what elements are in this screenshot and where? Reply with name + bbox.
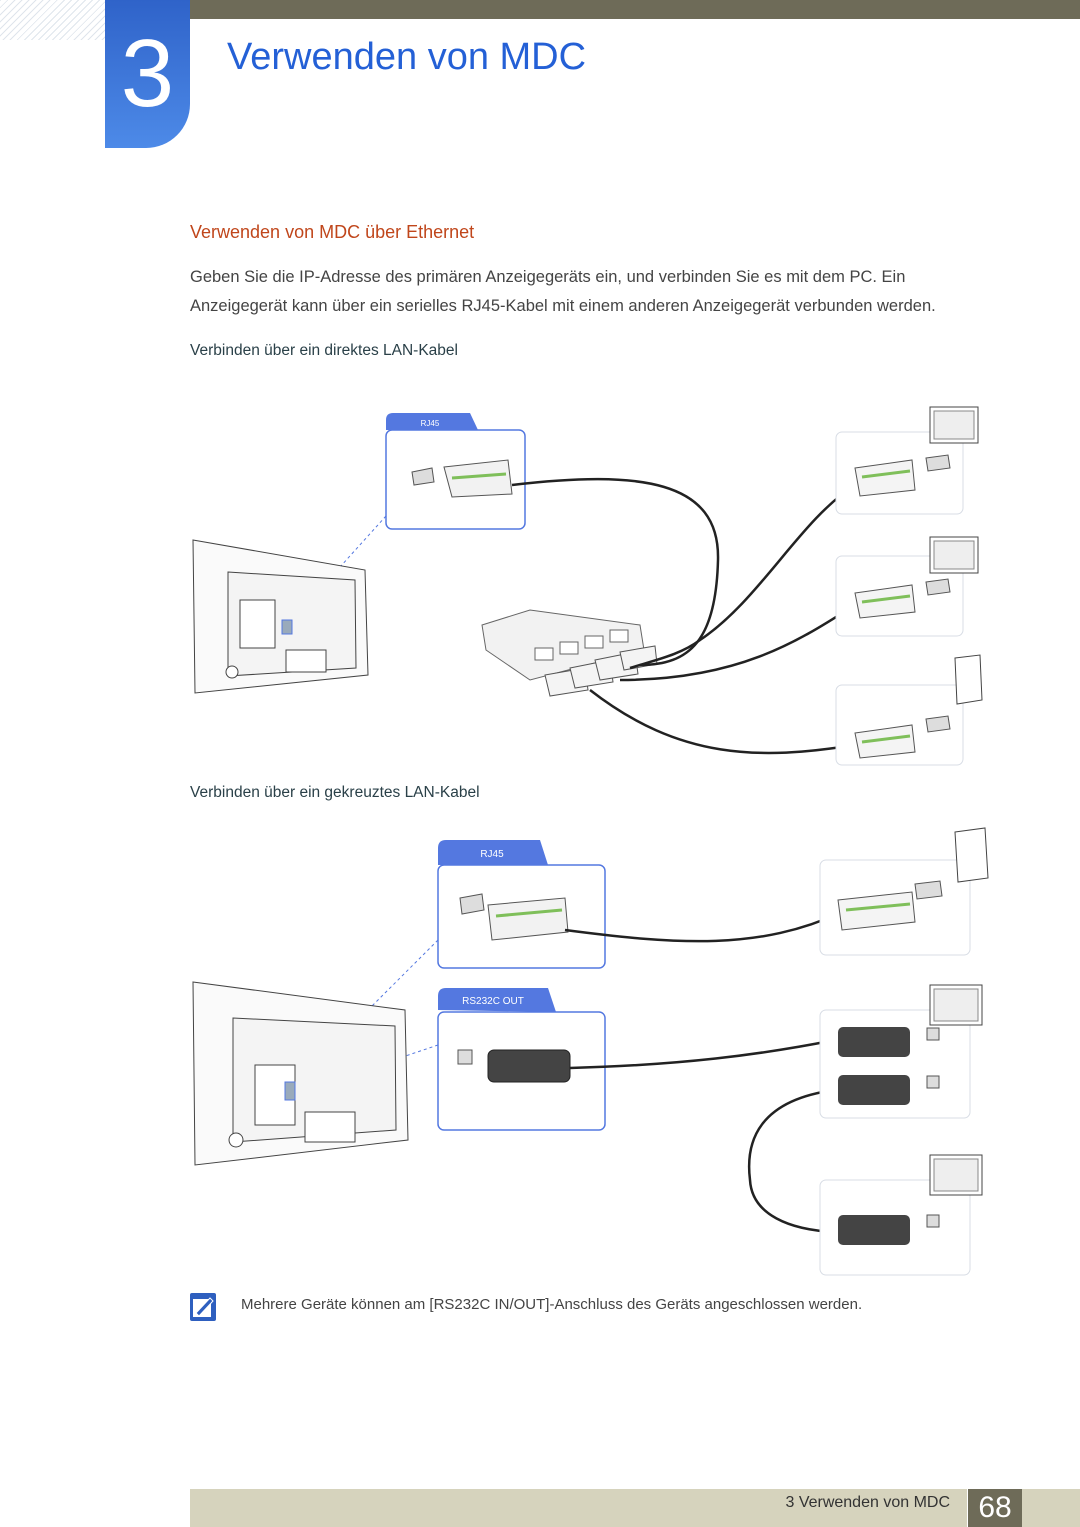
crossed-cables xyxy=(564,910,843,1234)
plug-icon xyxy=(411,459,513,498)
rs232-tab-label: RS232C OUT xyxy=(462,996,524,1007)
intro-paragraph: Geben Sie die IP-Adresse des primären An… xyxy=(190,268,936,315)
note-text: Mehrere Geräte können am [RS232C IN/OUT]… xyxy=(241,1296,863,1313)
target-display-1 xyxy=(835,406,979,515)
lan-cables xyxy=(511,477,856,755)
switch-plugs xyxy=(544,645,658,697)
serial-plug-icon xyxy=(457,1049,571,1083)
footer-tail xyxy=(1022,1489,1080,1527)
subsection-direct-lan: Verbinden über ein direktes LAN-Kabel xyxy=(190,342,458,359)
target-pc xyxy=(819,827,989,956)
rj45-tab xyxy=(438,840,548,865)
plug-icon xyxy=(459,893,569,941)
chapter-number: 3 xyxy=(105,0,190,148)
footer-label: 3 Verwenden von MDC xyxy=(785,1494,950,1511)
corner-hatch xyxy=(0,0,105,40)
network-switch xyxy=(481,609,645,681)
rj45-tab-label: RJ45 xyxy=(480,849,504,860)
target-pc xyxy=(835,654,983,766)
subsection-crossed-lan: Verbinden über ein gekreuztes LAN-Kabel xyxy=(190,784,480,801)
target-display-2 xyxy=(835,536,979,637)
page-number: 68 xyxy=(968,1489,1022,1527)
display-back xyxy=(192,981,409,1166)
rj45-tab xyxy=(386,413,478,430)
target-display-1 xyxy=(819,984,983,1119)
crossed-lan-diagram: RJ45 RS232C OUT xyxy=(192,827,989,1276)
target-display-2 xyxy=(819,1154,983,1276)
footer-bar xyxy=(190,1489,967,1527)
rs232-tab xyxy=(438,988,556,1012)
note-icon xyxy=(190,1293,216,1321)
direct-lan-diagram: RJ45 xyxy=(192,406,983,766)
header-bar xyxy=(190,0,1080,19)
display-back xyxy=(192,539,369,694)
rj45-tab-label: RJ45 xyxy=(421,419,440,428)
section-title: Verwenden von MDC über Ethernet xyxy=(190,222,475,242)
chapter-title: Verwenden von MDC xyxy=(227,36,587,78)
